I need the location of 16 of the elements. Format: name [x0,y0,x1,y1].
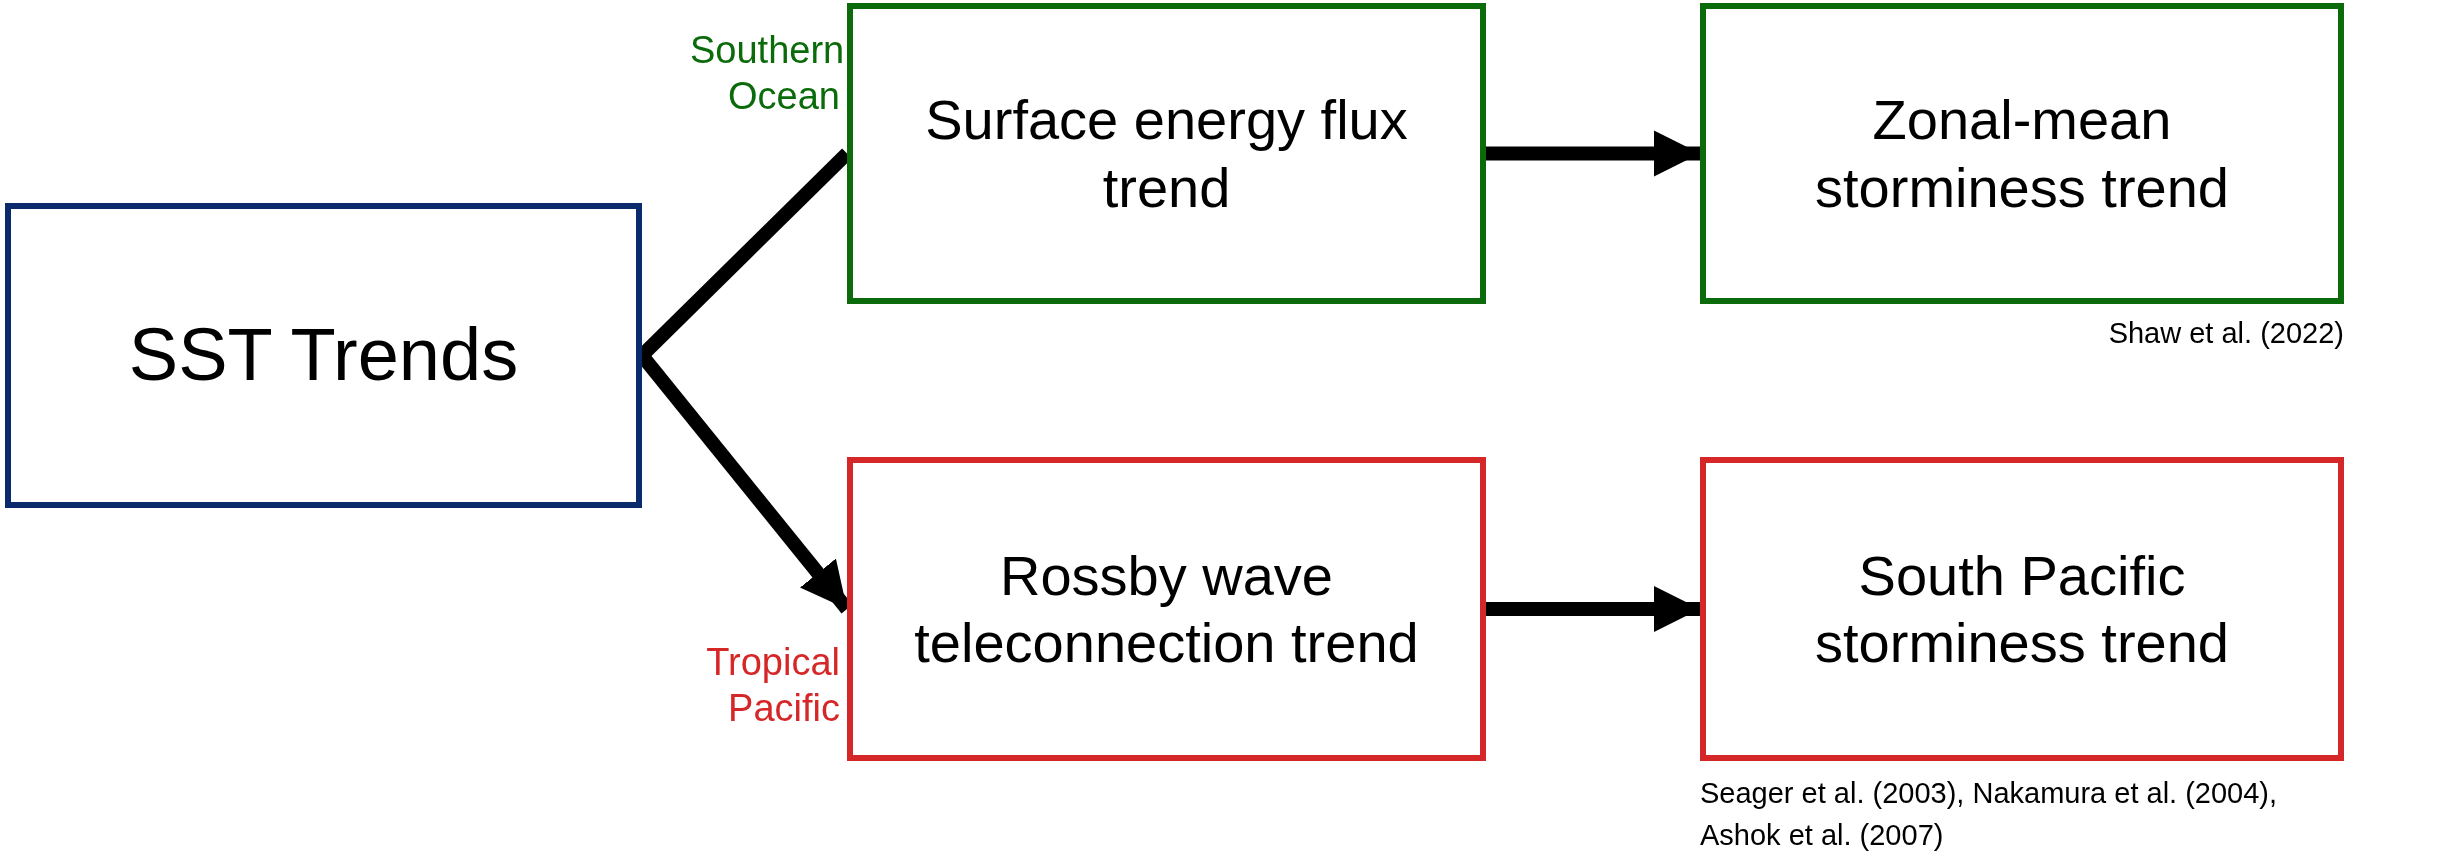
citation-text: Shaw et al. (2022) [2108,316,2344,351]
box-label: Surface energy flux trend [924,87,1409,221]
arrow [1486,585,1700,633]
process-box [1700,457,2344,761]
process-box [1700,3,2344,304]
process-box [5,203,642,508]
box-label: South Pacific storminess trend [1814,542,2230,676]
citation-text: Seager et al. (2003), Nakamura et al. (2004), Ashok et al. (2007) [1700,776,2279,854]
box-label: Rossby wave teleconnection trend [913,542,1420,676]
arrow [1486,130,1700,177]
process-box [847,457,1486,761]
process-box [847,3,1486,304]
region-label: Southern Ocean [690,28,840,119]
box-label: Zonal-mean storminess trend [1814,87,2230,221]
region-label: Tropical Pacific [705,640,840,731]
box-label: SST Trends [128,312,519,399]
